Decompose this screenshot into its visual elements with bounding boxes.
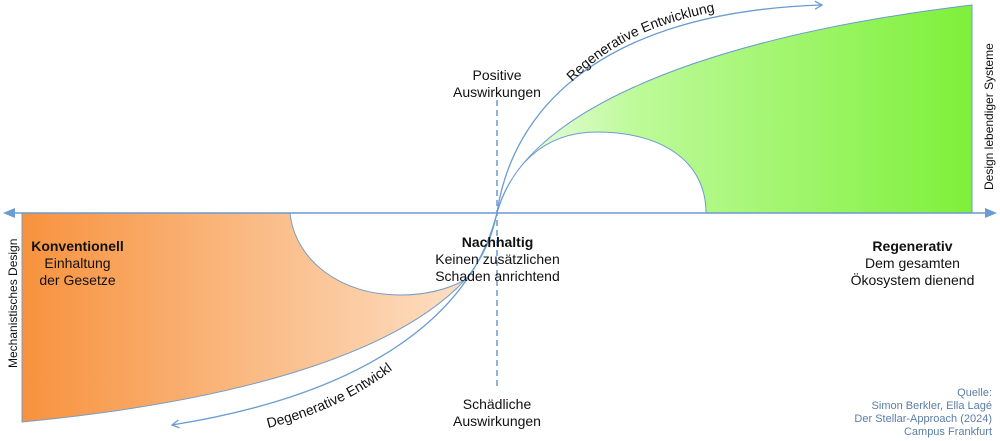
- sustainable-label: Nachhaltig Keinen zusätzlichen Schaden a…: [410, 234, 585, 285]
- negative-impact-label: Schädliche Auswirkungen: [437, 396, 557, 430]
- conventional-line-2: der Gesetze: [39, 272, 116, 288]
- source-line: Der Stellar-Approach (2024): [854, 413, 992, 425]
- sustainable-line-1: Keinen zusätzlichen: [435, 251, 560, 267]
- regenerative-line-2: Ökosystem dienend: [850, 272, 975, 288]
- source-line: Simon Berkler, Ella Lagé: [871, 400, 992, 412]
- right-axis-label: Design lebendiger Systeme: [982, 43, 996, 190]
- left-axis-label: Mechanistisches Design: [6, 239, 20, 368]
- conventional-label: Konventionell Einhaltung der Gesetze: [20, 238, 135, 289]
- negative-line-2: Auswirkungen: [453, 413, 541, 429]
- source-note: Quelle: Simon Berkler, Ella Lagé Der Ste…: [854, 387, 992, 439]
- positive-line-1: Positive: [472, 67, 522, 83]
- negative-line-1: Schädliche: [462, 396, 532, 412]
- conventional-line-1: Einhaltung: [44, 255, 111, 271]
- regenerative-title: Regenerativ: [872, 238, 953, 254]
- conventional-title: Konventionell: [31, 238, 124, 254]
- axis-arrow-right: [985, 208, 997, 218]
- axis-arrow-left: [3, 208, 15, 218]
- sustainable-line-2: Schaden anrichtend: [435, 268, 560, 284]
- source-line: Quelle:: [957, 387, 992, 399]
- positive-line-2: Auswirkungen: [453, 84, 541, 100]
- degenerative-arrow: [170, 212, 498, 429]
- regenerative-label: Regenerativ Dem gesamten Ökosystem diene…: [840, 238, 985, 289]
- regenerative-line-1: Dem gesamten: [865, 255, 960, 271]
- positive-impact-label: Positive Auswirkungen: [437, 67, 557, 101]
- sustainable-title: Nachhaltig: [461, 234, 534, 250]
- conventional-area: [21, 212, 466, 423]
- source-line: Campus Frankfurt: [903, 426, 992, 438]
- regenerative-area: [496, 4, 973, 214]
- regenerative-arrow: [496, 0, 824, 214]
